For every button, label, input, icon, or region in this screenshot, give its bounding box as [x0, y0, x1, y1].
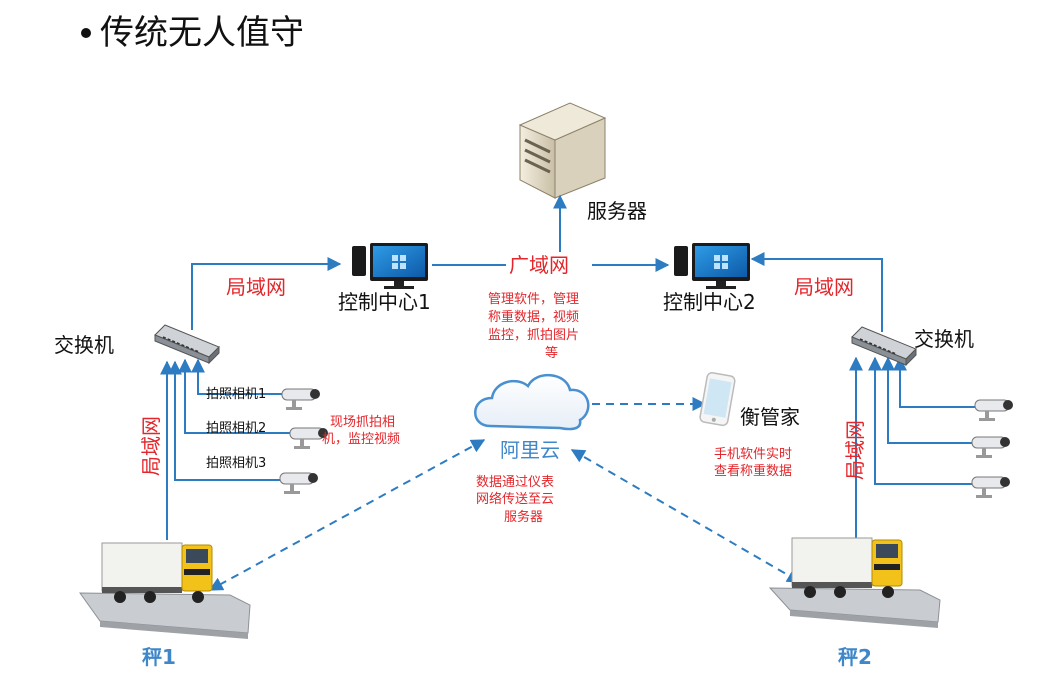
control-center-2-label: 控制中心2	[663, 290, 756, 314]
camera-1-icon	[281, 388, 320, 410]
title-block: 传统无人值守	[81, 13, 304, 53]
wan-note-line: 称重数据，视频	[488, 309, 579, 325]
lan-label-top-right: 局域网	[794, 275, 854, 299]
cam1-link-line	[191, 358, 282, 395]
cloud-note: 数据通过仪表 网络传送至云 服务器	[476, 475, 554, 525]
scale-1-truck-icon	[79, 542, 251, 639]
cloud-note-line: 服务器	[504, 509, 543, 525]
lan-label-vertical-left: 局域网	[139, 416, 163, 476]
phone-icon	[699, 372, 736, 427]
scale-1-label: 秤1	[142, 645, 176, 669]
switch-right-icon	[851, 326, 917, 367]
phone-label: 衡管家	[740, 405, 800, 429]
wan-note-line: 监控，抓拍图片	[488, 328, 579, 343]
rcam2-link-line	[881, 356, 972, 444]
cloud-scale2-dash-line	[570, 449, 802, 583]
right-switch-link-line	[750, 252, 883, 332]
right-camera-3-icon	[971, 476, 1010, 498]
cam2-link-line	[178, 358, 290, 434]
bullet-icon	[81, 28, 91, 38]
phone-note-line: 手机软件实时	[714, 447, 792, 462]
control-center-1-monitor-icon	[352, 243, 428, 289]
camera-2-label: 拍照相机2	[206, 421, 266, 436]
cloud-icon	[474, 373, 590, 431]
switch-left-label: 交换机	[54, 333, 114, 357]
camera-note-line: 现场抓拍相	[330, 415, 395, 430]
server-label: 服务器	[587, 199, 647, 223]
left-switch-link-line	[191, 257, 342, 330]
server-icon	[518, 102, 607, 199]
wan-note-line: 管理软件，管理	[488, 292, 579, 307]
camera-3-icon	[279, 472, 318, 494]
camera-note: 现场抓拍相 机，监控视频	[322, 415, 400, 447]
phone-note-line: 查看称重数据	[714, 463, 792, 479]
cloud-scale1-dash-line	[208, 439, 486, 591]
rcam3-link-line	[868, 356, 972, 485]
wan-note: 管理软件，管理 称重数据，视频 监控，抓拍图片 等	[488, 292, 579, 361]
scale-2-label: 秤2	[838, 645, 872, 669]
cloud-note-line: 网络传送至云	[476, 491, 554, 507]
cloud-label: 阿里云	[500, 438, 560, 462]
rcam1-link-line	[893, 356, 975, 408]
right-camera-2-icon	[971, 436, 1010, 458]
control-center-1-label: 控制中心1	[338, 290, 431, 314]
switch-right-label: 交换机	[914, 327, 974, 351]
right-camera-1-icon	[974, 399, 1013, 421]
wan-note-line: 等	[545, 345, 558, 361]
scale-2-truck-icon	[768, 537, 941, 628]
camera-note-line: 机，监控视频	[322, 432, 400, 447]
lan-label-vertical-right: 局域网	[843, 420, 867, 480]
camera-1-label: 拍照相机1	[206, 387, 266, 402]
page-title: 传统无人值守	[100, 13, 304, 53]
wan-label: 广域网	[509, 253, 569, 277]
control-center-2-monitor-icon	[674, 243, 750, 289]
lan-label-top-left: 局域网	[226, 275, 286, 299]
phone-note: 手机软件实时 查看称重数据	[714, 447, 792, 479]
switch-left-icon	[154, 324, 220, 365]
cloud-note-line: 数据通过仪表	[476, 475, 554, 490]
camera-2-icon	[289, 427, 328, 449]
camera-3-label: 拍照相机3	[206, 456, 266, 471]
